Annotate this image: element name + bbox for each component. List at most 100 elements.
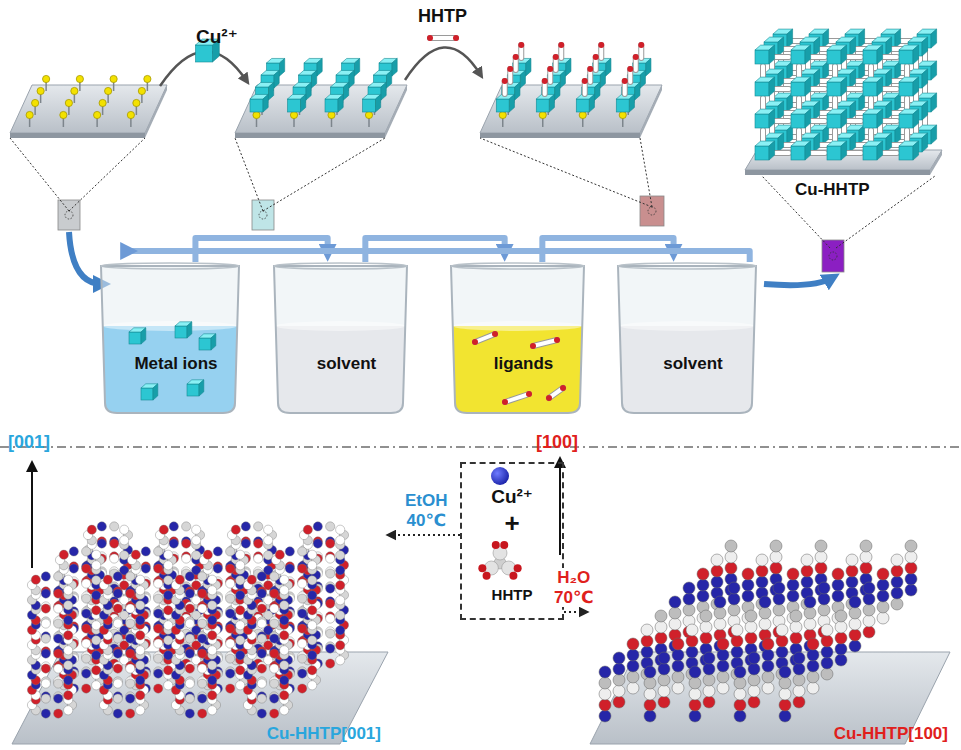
framework-atom (154, 624, 163, 633)
framework-atom (793, 674, 805, 686)
framework-atom (308, 666, 317, 675)
linker-head (328, 111, 335, 118)
framework-atom (336, 626, 345, 635)
framework-atom (779, 666, 791, 678)
framework-atom (64, 601, 73, 610)
framework-atom (226, 564, 235, 573)
framework-atom (285, 547, 294, 556)
ligand-rod-outline (868, 66, 874, 77)
ligand-rod (430, 36, 456, 40)
framework-atom (154, 669, 163, 678)
framework-atom (773, 582, 785, 594)
framework-atom (226, 609, 235, 618)
framework-atom (270, 664, 279, 673)
linker-head (253, 111, 260, 118)
ligand-end (593, 54, 599, 60)
framework-atom (599, 710, 611, 722)
framework-atom (113, 664, 122, 673)
metal-cube-side (913, 45, 919, 64)
metal-cube-side (549, 94, 554, 112)
framework-atom (627, 649, 639, 661)
metal-cube-side (778, 69, 784, 88)
framework-atom (164, 621, 173, 630)
framework-atom (599, 666, 611, 678)
framework-atom (599, 677, 611, 689)
framework-atom (270, 694, 279, 703)
framework-atom (711, 554, 723, 566)
ligand-rod (797, 130, 801, 141)
metal-cube-side (769, 77, 775, 96)
metal-cube-side (886, 133, 892, 152)
framework-atom (762, 660, 774, 672)
framework-atom (164, 636, 173, 645)
framework-atom (905, 551, 917, 563)
framework-atom (793, 685, 805, 697)
framework-atom (298, 564, 307, 573)
metal-cube (536, 99, 549, 112)
axis-arrow (31, 466, 33, 568)
sample-slide (640, 196, 664, 226)
framework-atom (689, 677, 701, 689)
framework-atom (821, 646, 833, 658)
zoom-leader (263, 138, 385, 211)
framework-atom (725, 540, 737, 552)
substrate-edge (10, 133, 145, 138)
framework-atom (280, 616, 289, 625)
framework-atom (185, 664, 194, 673)
framework-atom (113, 604, 122, 613)
framework-atom (82, 579, 91, 588)
framework-atom (208, 691, 217, 700)
framework-atom (308, 606, 317, 615)
framework-atom (756, 554, 768, 566)
ligand-rod-outline (832, 130, 838, 141)
framework-atom (136, 706, 145, 715)
framework-atom (257, 589, 266, 598)
framework-atom (208, 676, 217, 685)
framework-atom (801, 554, 813, 566)
framework-atom (54, 619, 63, 628)
metal-cube-side (338, 94, 343, 112)
framework-atom (208, 706, 217, 715)
framework-atom (280, 706, 289, 715)
framework-atom (308, 550, 317, 559)
framework-atom (54, 679, 63, 688)
metal-cube-side (886, 69, 892, 88)
framework-atom (863, 626, 875, 638)
framework-atom (257, 634, 266, 643)
framework-atom (697, 590, 709, 602)
framework-atom (308, 576, 317, 585)
framework-atom (835, 621, 847, 633)
framework-atom (54, 604, 63, 613)
metal-cube-side (769, 141, 775, 160)
metal-cube (827, 50, 841, 64)
framework-atom (326, 554, 335, 563)
framework-atom (154, 609, 163, 618)
zoom-leader (69, 138, 145, 211)
linker-head (76, 75, 83, 82)
framework-atom (154, 564, 163, 573)
framework-atom (136, 586, 145, 595)
framework-atom (192, 551, 201, 560)
linker-head (60, 111, 67, 118)
framework-atom (807, 682, 819, 694)
framework-atom (41, 679, 50, 688)
ligand-end (547, 66, 553, 72)
linker-head (539, 111, 546, 118)
framework-atom (192, 525, 201, 534)
metal-cube-side (850, 101, 856, 120)
framework-atom (689, 666, 701, 678)
framework-atom (689, 710, 701, 722)
framework-atom (717, 649, 729, 661)
framework-atom (254, 522, 263, 531)
metal-cube-side (805, 109, 811, 128)
metal-cube (863, 146, 877, 160)
framework-atom (641, 635, 653, 647)
framework-atom (213, 564, 222, 573)
metal-cube (791, 50, 805, 64)
framework-atom (126, 649, 135, 658)
ligand-rod-outline (904, 98, 910, 109)
framework-atom (126, 589, 135, 598)
linker-head (499, 111, 506, 118)
framework-atom (154, 594, 163, 603)
metal-cube-side (931, 29, 937, 48)
